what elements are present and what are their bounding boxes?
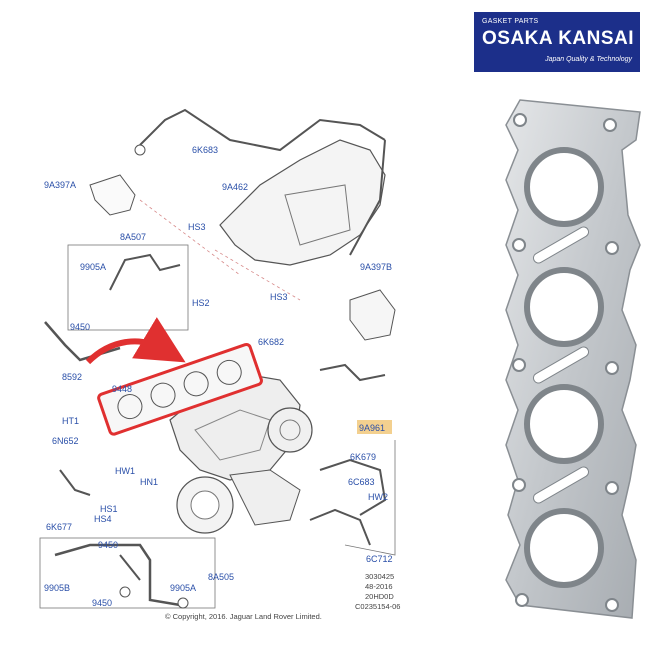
label-hs3: HS3: [188, 222, 206, 232]
logo-tagline: Japan Quality & Technology: [545, 56, 632, 63]
copyright-text: © Copyright, 2016. Jaguar Land Rover Lim…: [165, 612, 322, 621]
label-hs3-b: HS3: [270, 292, 288, 302]
code-line-3: 20HD0D: [365, 592, 394, 601]
label-9450-b: 9450: [98, 540, 118, 550]
label-8a505: 8A505: [208, 572, 234, 582]
highlighted-gasket-9448: [97, 343, 263, 436]
label-9905a: 9905A: [80, 262, 106, 272]
label-6k683: 6K683: [192, 145, 218, 155]
label-9450-c: 9450: [92, 598, 112, 608]
callout-arrow: [85, 317, 186, 365]
turbocharger: [267, 407, 313, 453]
bracket-9a397b: [349, 289, 396, 341]
highlight-label-box: [357, 420, 392, 434]
label-6k679: 6K679: [350, 452, 376, 462]
coolant-pipe: [139, 108, 386, 152]
label-8a507: 8A507: [120, 232, 146, 242]
label-6k682: 6K682: [258, 337, 284, 347]
label-hw1: HW1: [115, 466, 135, 476]
heat-shield: [219, 139, 386, 266]
label-9905b: 9905B: [44, 583, 70, 593]
logo-top-text: GASKET PARTS: [482, 18, 539, 25]
label-9a397a: 9A397A: [44, 180, 76, 190]
brand-logo: GASKET PARTS OSAKA KANSAI Japan Quality …: [474, 12, 640, 72]
code-line-2: 48-2016: [365, 582, 393, 591]
label-hn1: HN1: [140, 477, 158, 487]
label-ht1: HT1: [62, 416, 79, 426]
label-hs1: HS1: [100, 504, 118, 514]
label-6c683: 6C683: [348, 477, 375, 487]
code-line-4: C0235154-06: [355, 602, 400, 611]
label-6n652: 6N652: [52, 436, 79, 446]
logo-brand-name: OSAKA KANSAI: [482, 28, 635, 49]
box-8a507: [67, 244, 189, 331]
label-8592: 8592: [62, 372, 82, 382]
label-6k677: 6K677: [46, 522, 72, 532]
gasket-photo: [505, 99, 641, 619]
label-hs4: HS4: [94, 514, 112, 524]
label-hw2: HW2: [368, 492, 388, 502]
label-9905a-b: 9905A: [170, 583, 196, 593]
code-line-1: 3030425: [365, 572, 394, 581]
label-9448: 9448: [112, 384, 132, 394]
label-9450: 9450: [70, 322, 90, 332]
box-lower-pipes: [39, 537, 216, 609]
label-9a961: 9A961: [359, 423, 385, 433]
label-6c712: 6C712: [366, 554, 393, 564]
label-hs2: HS2: [192, 298, 210, 308]
label-9a397b: 9A397B: [360, 262, 392, 272]
label-9a462: 9A462: [222, 182, 248, 192]
bracket-9a397a: [89, 174, 136, 216]
